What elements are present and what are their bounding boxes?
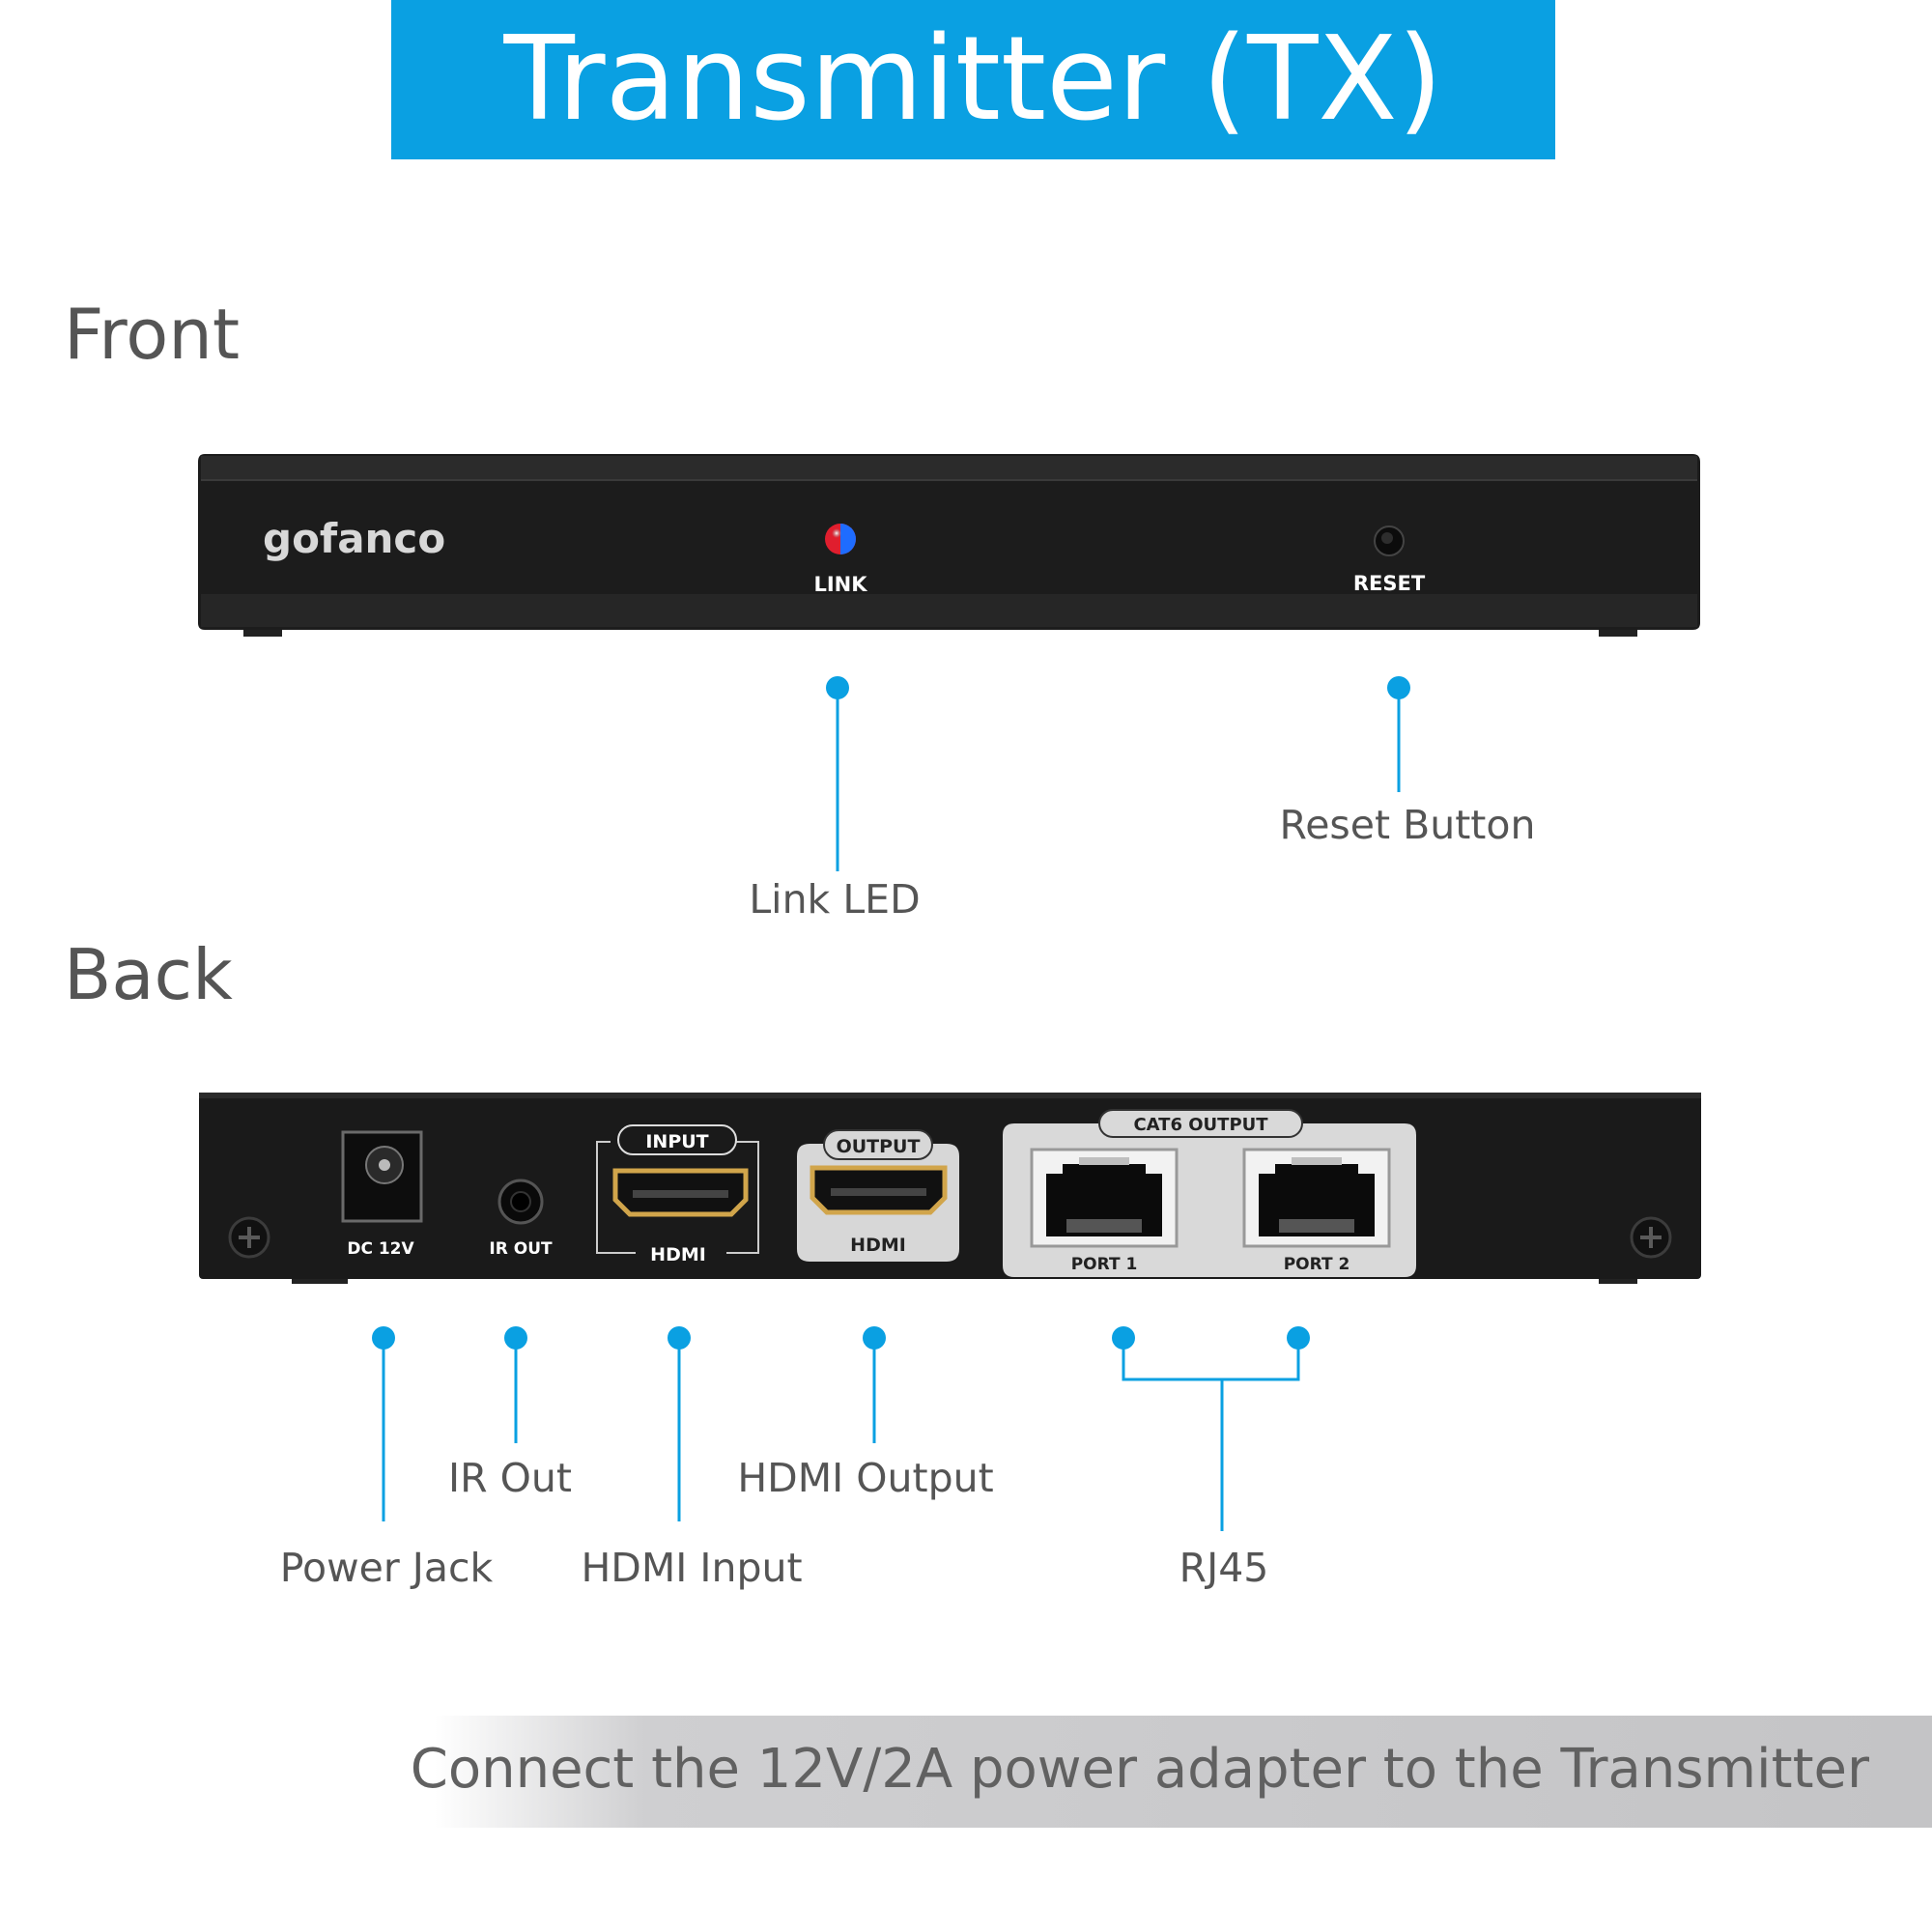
reset-text: RESET [1353,572,1426,595]
rj45-port-2-icon [1242,1148,1391,1248]
link-led-icon [825,524,856,554]
hdmi-input-label: HDMI [650,1244,706,1265]
right-screw-icon [1630,1216,1672,1259]
rj45-bracket-line [1122,1338,1300,1381]
brand-logo: gofanco [263,515,445,562]
hdmi-output-header: OUTPUT [837,1136,921,1157]
reset-button-callout-label: Reset Button [1279,802,1536,848]
reset-button-icon [1374,526,1405,556]
title-banner: Transmitter (TX) [391,0,1555,159]
link-led-text: LINK [813,573,867,596]
hdmi-output-port: OUTPUT HDMI [797,1129,959,1262]
cat6-output-panel: CAT6 OUTPUT PORT 1 PORT 2 [1003,1109,1416,1277]
rj45-callout-label: RJ45 [1179,1545,1269,1591]
ir-port-label: IR OUT [489,1239,553,1259]
port2-label: PORT 2 [1284,1255,1350,1274]
rj45-port-1-icon [1030,1148,1179,1248]
link-led-callout-label: Link LED [749,876,921,923]
hdmi-input-callout-label: HDMI Input [581,1545,803,1591]
port1-label: PORT 1 [1071,1255,1138,1274]
cat6-header: CAT6 OUTPUT [1133,1115,1268,1135]
front-device: gofanco LINK RESET [198,454,1700,637]
front-callouts [826,676,1410,871]
dc-power-jack-icon [341,1130,423,1223]
dc-port-label: DC 12V [347,1239,414,1259]
hdmi-input-port: INPUT HDMI [596,1124,759,1265]
front-section-label: Front [64,294,241,375]
footer-banner: Connect the 12V/2A power adapter to the … [411,1716,1932,1828]
hdmi-input-header: INPUT [645,1131,708,1152]
ir-out-jack-icon [497,1179,544,1225]
hdmi-output-label: HDMI [850,1235,906,1256]
ir-out-callout-label: IR Out [448,1455,572,1501]
power-jack-callout-label: Power Jack [279,1545,494,1591]
back-callouts [372,1326,1310,1531]
page-title: Transmitter (TX) [503,12,1443,147]
back-device: DC 12V IR OUT INPUT HDMI OUTPUT HDMI [199,1093,1701,1284]
footer-instruction: Connect the 12V/2A power adapter to the … [410,1738,1869,1801]
back-section-label: Back [64,934,233,1015]
left-screw-icon [228,1216,270,1259]
hdmi-output-callout-label: HDMI Output [737,1455,994,1501]
